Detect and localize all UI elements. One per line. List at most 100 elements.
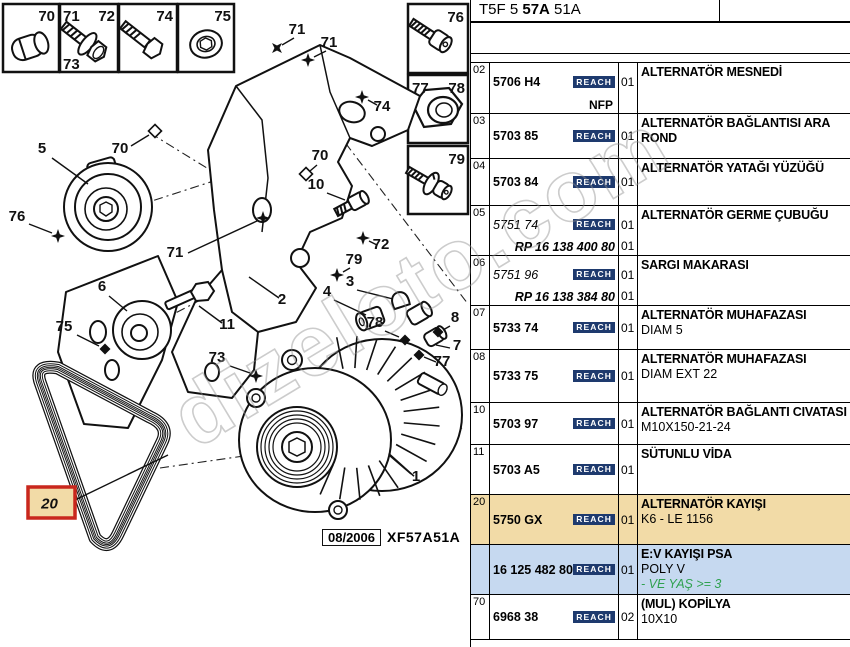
reach-badge[interactable]: REACH xyxy=(573,130,615,142)
table-header: T5F 5 57A 51A xyxy=(471,0,850,23)
qty-cell: 01 xyxy=(619,63,638,113)
reach-badge[interactable]: REACH xyxy=(573,321,615,334)
reach-badge[interactable]: REACH xyxy=(573,370,615,382)
reach-badge[interactable]: REACH xyxy=(573,218,615,231)
part-number: 5733 74 xyxy=(493,320,539,335)
bushing-4 xyxy=(355,305,386,332)
callout-71: 71 xyxy=(321,34,338,51)
qty-cell: 01 xyxy=(619,114,638,158)
caption-code: XF57A51A xyxy=(387,529,461,545)
cross-marker xyxy=(272,43,282,53)
part-description: ALTERNATÖR BAĞLANTISI ARA ROND xyxy=(641,116,830,145)
callout-78: 78 xyxy=(367,314,384,331)
ref-cell: 06 xyxy=(471,256,490,305)
small-parts xyxy=(332,190,448,348)
legend-number-71: 71 xyxy=(63,8,80,25)
page-code: T5F 5 57A 51A xyxy=(479,1,581,18)
nfp-label: NFP xyxy=(589,98,613,112)
part-number: 6968 38 xyxy=(493,610,539,624)
callout-5: 5 xyxy=(38,140,46,157)
callout-79: 79 xyxy=(346,251,363,268)
header-gap xyxy=(471,23,850,53)
sq-marker xyxy=(413,349,425,361)
ref-cell: 02 xyxy=(471,63,490,113)
reach-badge[interactable]: REACH xyxy=(573,268,615,281)
rp-part-number: RP 16 138 400 80 xyxy=(514,240,615,254)
qty-cell: 01 xyxy=(619,403,638,444)
sq-marker xyxy=(399,334,411,346)
callout-74: 74 xyxy=(374,98,391,115)
part-description: SARGI MAKARASI xyxy=(641,258,749,272)
socket-bolt-icon xyxy=(407,17,453,54)
cap-8 xyxy=(405,300,433,326)
qty-cell: 01 xyxy=(619,306,638,349)
reach-badge[interactable]: REACH xyxy=(573,563,615,576)
reach-badge[interactable]: REACH xyxy=(573,76,615,88)
nut-icon xyxy=(411,86,464,129)
part-description: ALTERNATÖR BAĞLANTI CIVATASI xyxy=(641,405,847,419)
bolt-washer-nut-icon xyxy=(59,20,108,63)
reach-badge[interactable]: REACH xyxy=(573,611,615,623)
ref-cell: 07 xyxy=(471,306,490,349)
callout-3: 3 xyxy=(346,273,354,290)
reach-badge[interactable]: REACH xyxy=(573,513,615,526)
callout-2: 2 xyxy=(278,291,286,308)
part-description: ALTERNATÖR MESNEDİ xyxy=(641,65,783,79)
part-description: ALTERNATÖR MUHAFAZASI xyxy=(641,352,807,366)
part-description: (MUL) KOPİLYA xyxy=(641,597,731,611)
legend-number-73: 73 xyxy=(63,56,80,73)
callout-6: 6 xyxy=(98,278,106,295)
callout-70: 70 xyxy=(312,147,329,164)
ref-cell: 10 xyxy=(471,403,490,444)
legend-number-78: 78 xyxy=(448,80,465,97)
bolt-washer2-icon xyxy=(404,165,453,201)
reach-badge[interactable]: REACH xyxy=(573,463,615,476)
callout-10: 10 xyxy=(308,176,325,193)
callout-70: 70 xyxy=(112,140,129,157)
callout-75: 75 xyxy=(56,318,73,335)
ref-cell: 11 xyxy=(471,445,490,494)
ref-cell: 08 xyxy=(471,350,490,402)
reach-badge[interactable]: REACH xyxy=(573,176,615,188)
part-cell: 5703 85 REACH xyxy=(490,114,619,158)
ref-cell: 04 xyxy=(471,159,490,205)
part-note: K6 - LE 1156 xyxy=(641,512,714,526)
legend-number-74: 74 xyxy=(156,8,173,25)
legend-number-79: 79 xyxy=(448,151,465,168)
part-number: 5703 85 xyxy=(493,129,539,143)
selected-callout-20[interactable]: 20 xyxy=(26,454,169,520)
star-marker xyxy=(249,369,263,383)
legend-number-70: 70 xyxy=(38,8,55,25)
part-number: 5733 75 xyxy=(493,369,539,383)
reach-badge[interactable]: REACH xyxy=(573,417,615,430)
part-number: 5703 97 xyxy=(493,416,539,431)
star-marker xyxy=(330,268,344,282)
desc-cell: ALTERNATÖR YATAĞI YÜZÜĞÜ xyxy=(638,159,850,205)
